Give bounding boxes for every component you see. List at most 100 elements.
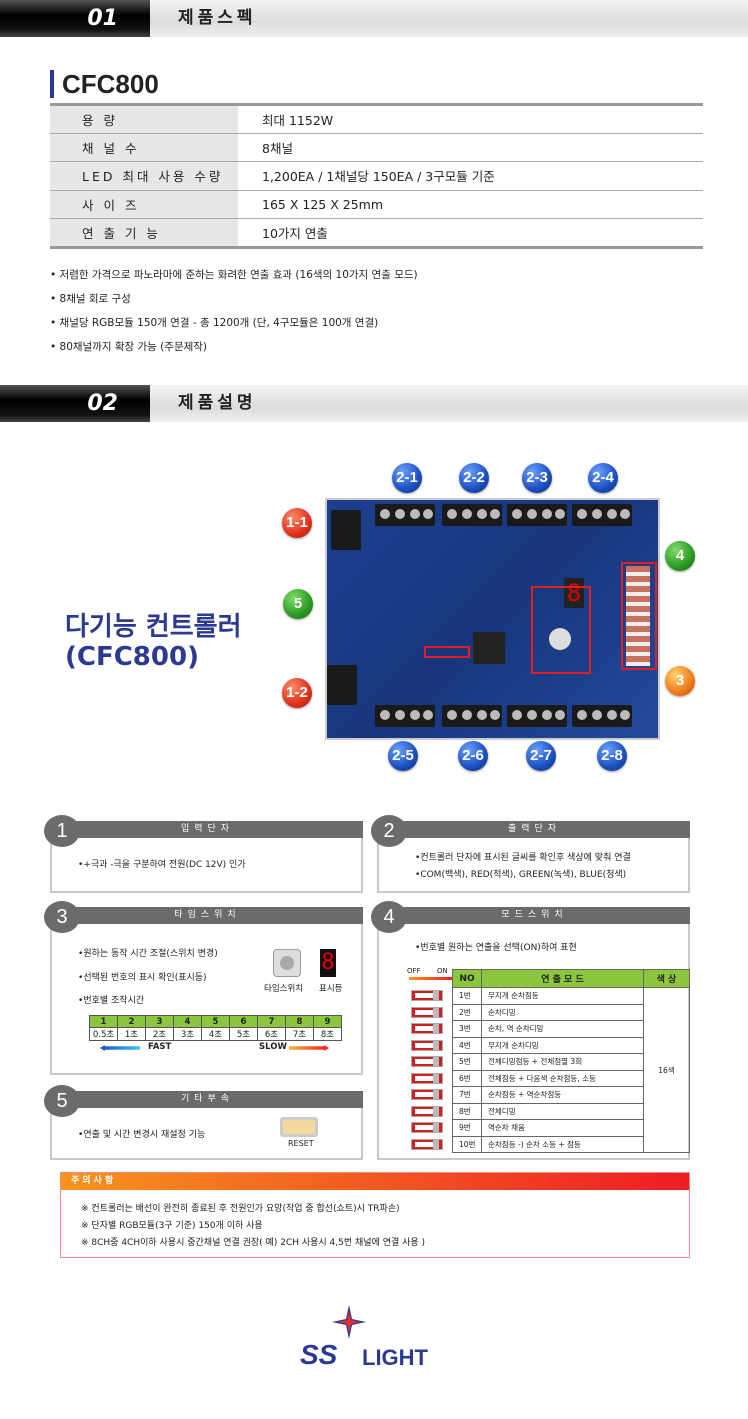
timing-value: 6초 xyxy=(257,1027,286,1041)
dip-switch-icon xyxy=(411,1039,443,1051)
reset-label: RESET xyxy=(288,1139,314,1148)
timing-number: 8 xyxy=(285,1015,314,1028)
off-on-arrow-icon xyxy=(409,977,453,980)
panel-text: 연출 및 시간 변경시 재설정 기능 xyxy=(78,1127,205,1140)
panel-number: 3 xyxy=(44,901,80,933)
feature-item: 채널당 RGB모듈 150개 연결 - 총 1200개 (단, 4구모듈은 10… xyxy=(50,315,379,330)
timing-number: 7 xyxy=(257,1015,286,1028)
feature-item: 저렴한 가격으로 파노라마에 준하는 화려한 연출 효과 (16색의 10가지 … xyxy=(50,267,418,282)
timing-number: 4 xyxy=(173,1015,202,1028)
section-number: 01 xyxy=(0,0,150,37)
badge-5: 5 xyxy=(283,589,313,619)
mode-number: 6번 xyxy=(452,1069,482,1087)
column-header: 연 출 모 드 xyxy=(481,969,644,988)
ss-light-logo: SS LIGHT xyxy=(300,1305,450,1375)
panel-text: 선택된 번호의 표시 확인(표시등) xyxy=(78,970,206,983)
spec-label: 채 널 수 xyxy=(50,133,238,162)
star-logo-icon xyxy=(332,1305,366,1339)
section-header-spec: 01 제품스펙 xyxy=(0,0,748,37)
timing-value: 0.5초 xyxy=(89,1027,118,1041)
mode-number: 4번 xyxy=(452,1036,482,1054)
mode-name: 역순차 채움 xyxy=(481,1119,644,1137)
panel-input-terminal: 입력단자 1 +극과 -극을 구분하여 전원(DC 12V) 인가 xyxy=(44,815,363,893)
badge-3: 3 xyxy=(665,666,695,696)
mode-name: 무지개 순차점등 xyxy=(481,987,644,1005)
dip-switch-icon xyxy=(411,1105,443,1117)
logo-light: LIGHT xyxy=(362,1345,428,1370)
timing-value: 3초 xyxy=(173,1027,202,1041)
rotary-switch xyxy=(549,628,571,650)
badge-2-8: 2-8 xyxy=(597,741,627,771)
timing-value: 2초 xyxy=(145,1027,174,1041)
feature-item: 80채널까지 확장 가능 (주문제작) xyxy=(50,339,208,354)
section-header-description: 02 제품설명 xyxy=(0,385,748,422)
caution-item: 컨트롤러는 배선이 완전히 종료된 후 전원인가 요망(작업 중 합선(쇼트)시… xyxy=(81,1201,399,1214)
caution-box: 주의사항 컨트롤러는 배선이 완전히 종료된 후 전원인가 요망(작업 중 합선… xyxy=(60,1172,690,1258)
spec-value: 165 X 125 X 25mm xyxy=(238,190,703,219)
column-header: NO xyxy=(452,969,482,988)
dip-switch-icon xyxy=(411,1122,443,1133)
dip-switch-icon xyxy=(411,1138,443,1150)
panel-number: 1 xyxy=(44,815,80,847)
badge-2-3: 2-3 xyxy=(522,463,552,493)
mode-name: 전체점등 + 다음색 순차점등, 소등 xyxy=(481,1069,644,1087)
timing-number: 1 xyxy=(89,1015,118,1028)
timing-number: 9 xyxy=(313,1015,342,1028)
mode-name: 순차디밍 xyxy=(481,1003,644,1021)
section-title: 제품스펙 xyxy=(178,8,257,28)
rotary-switch-icon xyxy=(273,949,301,977)
seven-segment-icon: 8 xyxy=(320,949,336,977)
switch-label: 타임스위치 xyxy=(264,984,304,994)
microcontroller-chip xyxy=(473,632,505,664)
mode-number: 7번 xyxy=(452,1086,482,1104)
timing-value: 5초 xyxy=(229,1027,258,1041)
dip-switch-icon xyxy=(411,1023,443,1034)
slow-arrow-icon xyxy=(289,1045,329,1051)
panel-text: COM(백색), RED(적색), GREEN(녹색), BLUE(청색) xyxy=(415,867,626,880)
panel-text: +극과 -극을 구분하여 전원(DC 12V) 인가 xyxy=(78,857,245,870)
dip-switch-icon xyxy=(411,1072,443,1084)
product-title-line1: 다기능 컨트롤러 xyxy=(65,612,242,642)
spec-value: 1,200EA / 1채널당 150EA / 3구모듈 기준 xyxy=(238,161,703,191)
mode-name: 순차점등 + 역순차점등 xyxy=(481,1086,644,1104)
section-number: 02 xyxy=(0,385,150,422)
controller-board-image: 8 xyxy=(325,498,660,740)
panel-text: 원하는 동작 시간 조절(스위치 변경) xyxy=(78,946,217,959)
timing-number: 3 xyxy=(145,1015,174,1028)
section-title: 제품설명 xyxy=(178,393,257,413)
spec-label: LED 최대 사용 수량 xyxy=(50,161,238,191)
on-label: ON xyxy=(437,967,448,975)
mode-number: 8번 xyxy=(452,1102,482,1120)
feature-item: 8채널 회로 구성 xyxy=(50,291,131,306)
fast-arrow-icon xyxy=(100,1045,140,1051)
panel-text: 번호별 조작시간 xyxy=(78,993,144,1006)
mode-number: 2번 xyxy=(452,1003,482,1021)
panel-accessories: 기타부속 5 연출 및 시간 변경시 재설정 기능 RESET xyxy=(44,1085,363,1160)
panel-title: 입력단자 xyxy=(52,821,363,838)
display-label: 표시등 xyxy=(319,984,343,994)
spec-value: 최대 1152W xyxy=(238,104,703,134)
mode-name: 순차점등 -) 순차 소등 + 점등 xyxy=(481,1135,644,1153)
badge-2-7: 2-7 xyxy=(526,741,556,771)
dip-switch xyxy=(626,566,650,666)
model-title: CFC800 xyxy=(50,70,159,98)
mode-name: 무지개 순차디밍 xyxy=(481,1036,644,1054)
timing-number: 2 xyxy=(117,1015,146,1028)
timing-value: 8초 xyxy=(313,1027,342,1041)
mode-name: 순차, 역 순차디밍 xyxy=(481,1020,644,1038)
panel-title: 출력단자 xyxy=(379,821,690,838)
spec-value: 8채널 xyxy=(238,133,703,162)
panel-number: 2 xyxy=(371,815,407,847)
timing-value: 4초 xyxy=(201,1027,230,1041)
panel-time-switch: 타임스위치 3 원하는 동작 시간 조절(스위치 변경) 선택된 번호의 표시 … xyxy=(44,901,363,1075)
